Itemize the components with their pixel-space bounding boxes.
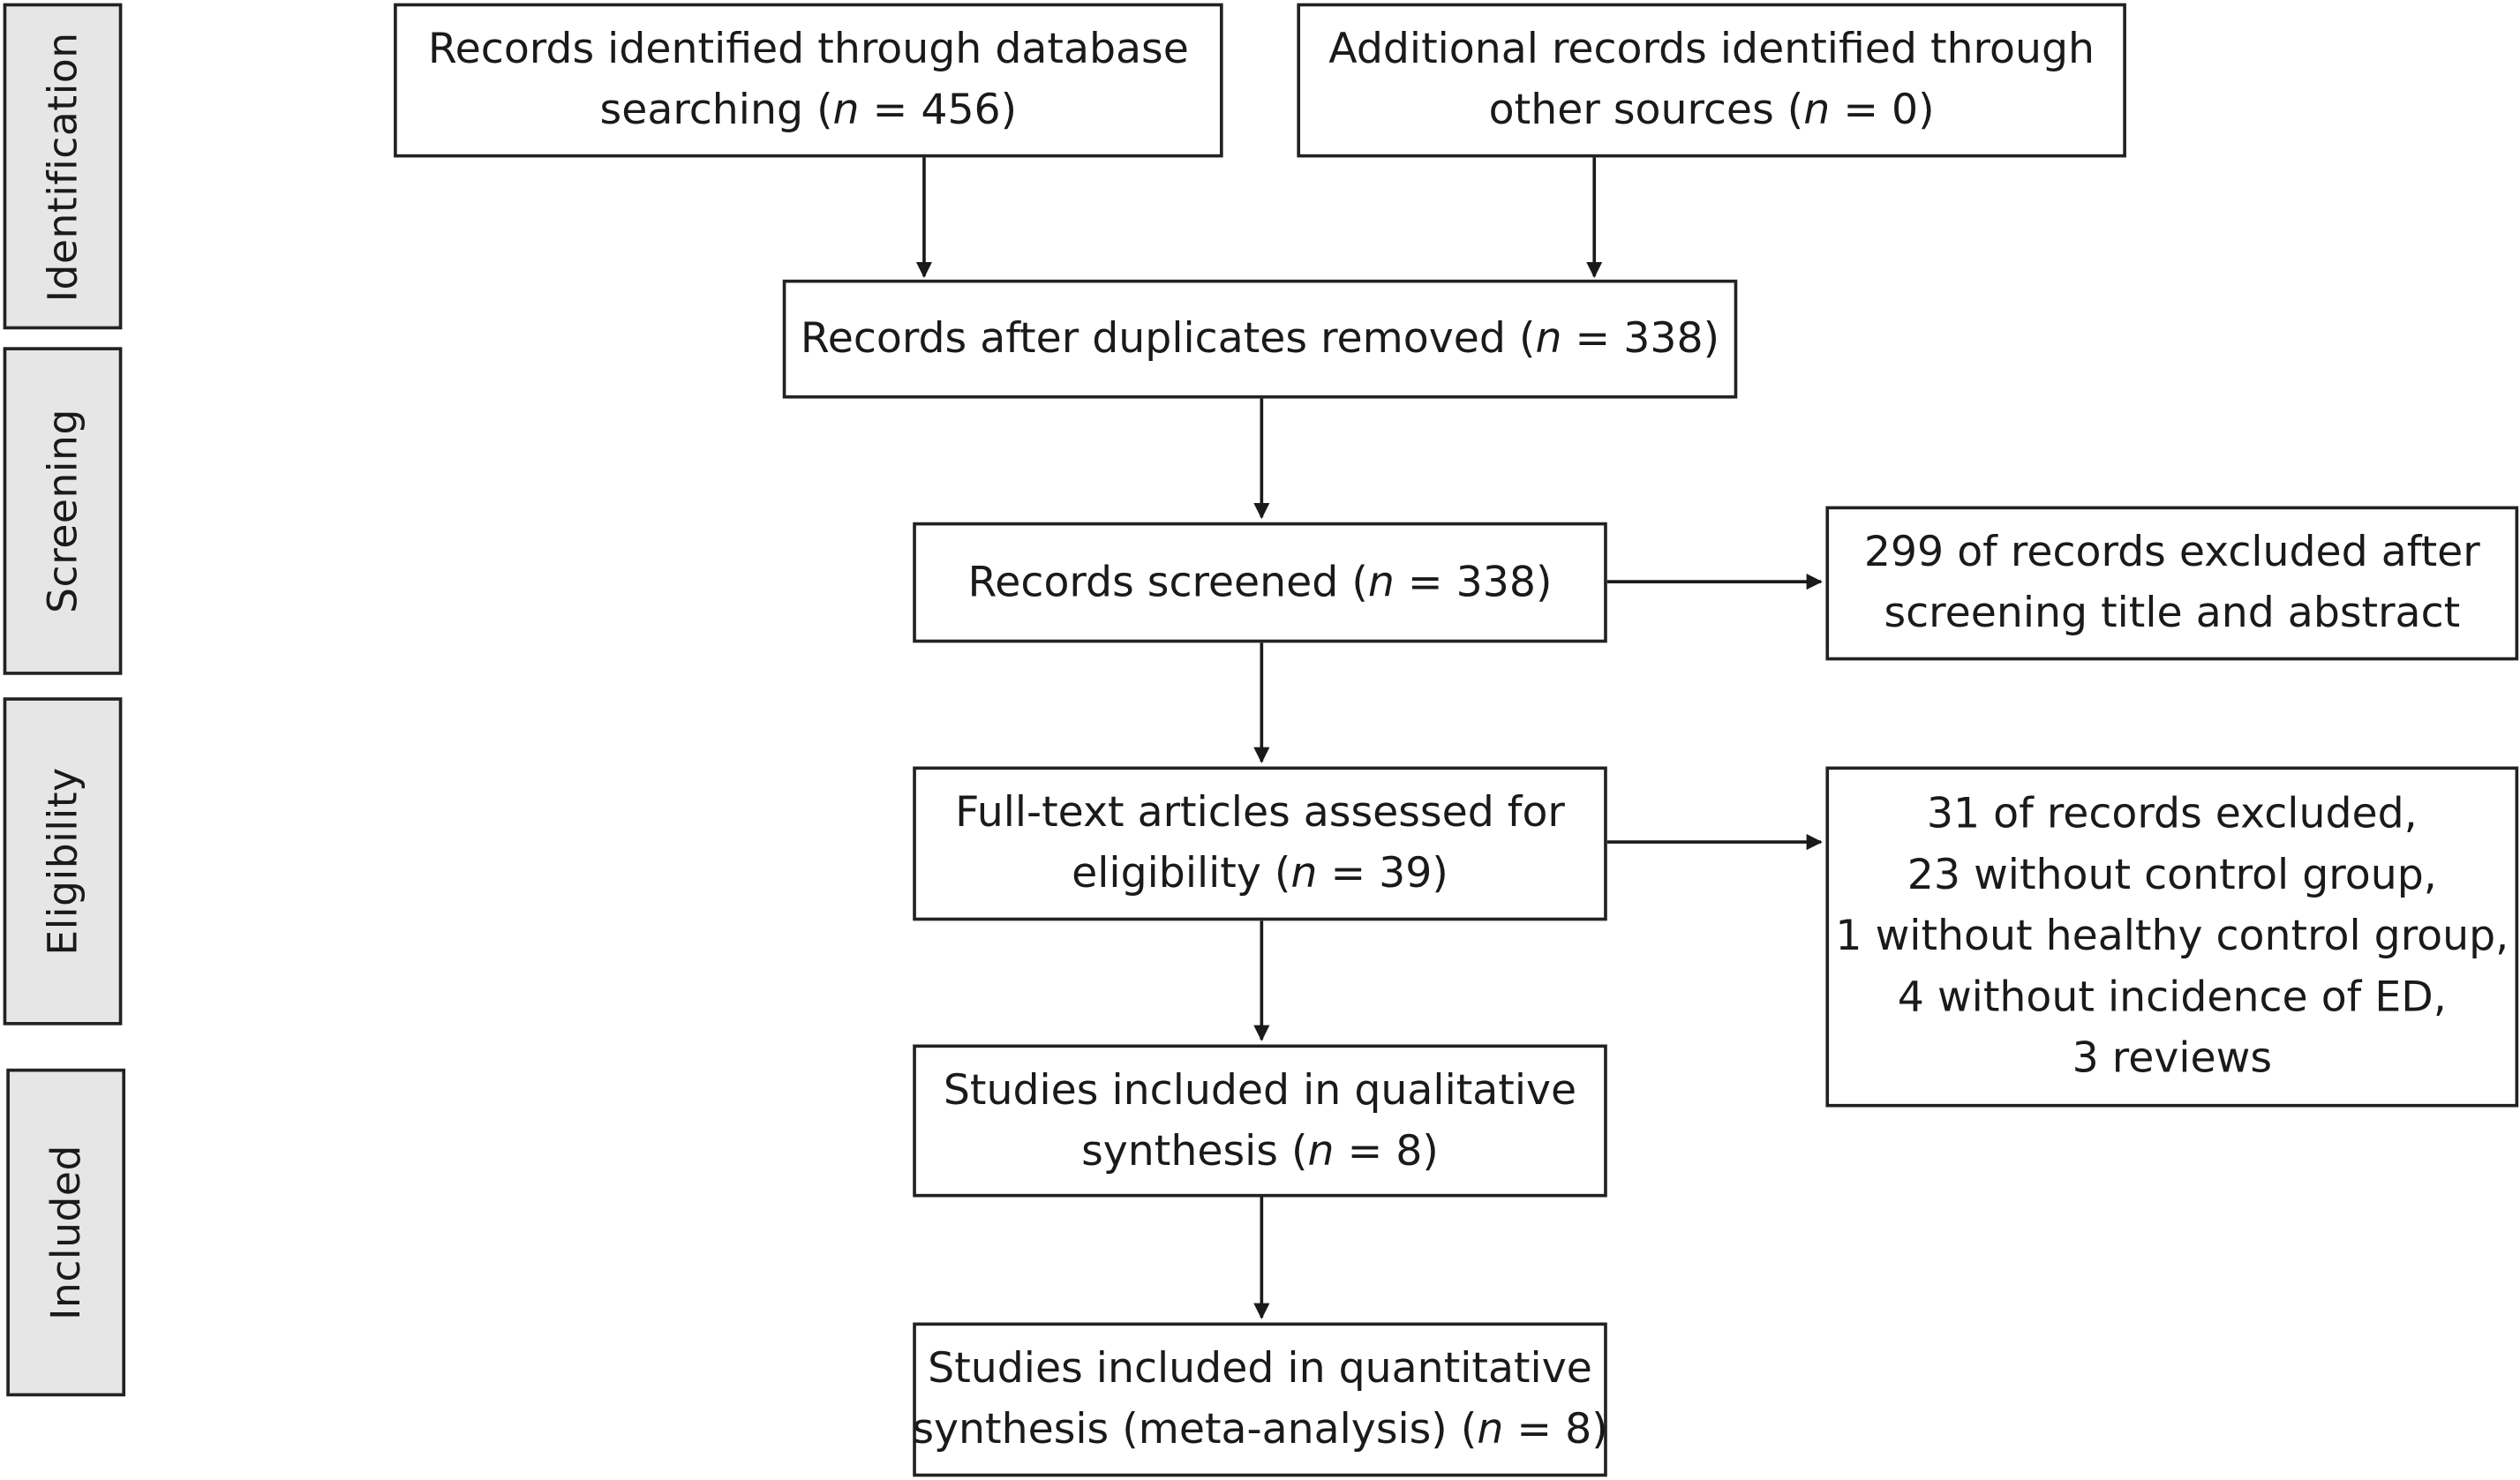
box-duplicates-removed: Records after duplicates removed (n = 33… [782,279,1738,399]
box-text-line: eligibility (n = 39) [1072,850,1448,898]
box-qualitative-synthesis: Studies included in qualitative synthesi… [913,1044,1607,1198]
box-text-line: Additional records identified through [1328,26,2095,74]
box-records-other-sources: Additional records identified through ot… [1297,3,2126,158]
phase-screening: Screening [3,347,123,675]
box-text-line: 4 without incidence of ED, [1897,973,2447,1023]
box-text-line: Full-text articles assessed for [955,789,1565,838]
box-text-line: 31 of records excluded, [1926,790,2418,839]
box-full-text-assessed: Full-text articles assessed for eligibil… [913,766,1607,921]
box-text-line: searching (n = 456) [599,86,1018,135]
box-text-line: Records identified through database [427,26,1189,74]
box-text-line: Records after duplicates removed (n = 33… [800,314,1720,364]
box-text-line: 23 without control group, [1907,852,2437,900]
box-quantitative-synthesis: Studies included in quantitative synthes… [912,1322,1608,1477]
box-records-screened: Records screened (n = 338) [913,522,1607,643]
phase-included: Included [6,1068,126,1397]
box-text-line: Records screened (n = 338) [967,558,1553,607]
box-text-line: screening title and abstract [1884,590,2461,638]
box-text-line: synthesis (n = 8) [1081,1127,1439,1176]
box-text-line: 3 reviews [2072,1034,2273,1084]
box-text-line: Studies included in quantitative [928,1345,1592,1394]
box-text-line: 1 without healthy control group, [1835,913,2509,961]
box-excluded-full-text: 31 of records excluded, 23 without contr… [1825,766,2519,1108]
box-records-database: Records identified through database sear… [394,3,1223,158]
phase-eligibility: Eligibility [3,697,123,1025]
box-text-line: other sources (n = 0) [1488,86,1935,135]
box-text-line: synthesis (meta-analysis) (n = 8) [912,1406,1608,1454]
box-text-line: Studies included in qualitative [943,1066,1577,1115]
phase-identification: Identification [3,3,123,330]
box-excluded-screening: 299 of records excluded after screening … [1825,506,2519,661]
box-text-line: 299 of records excluded after [1863,529,2480,577]
